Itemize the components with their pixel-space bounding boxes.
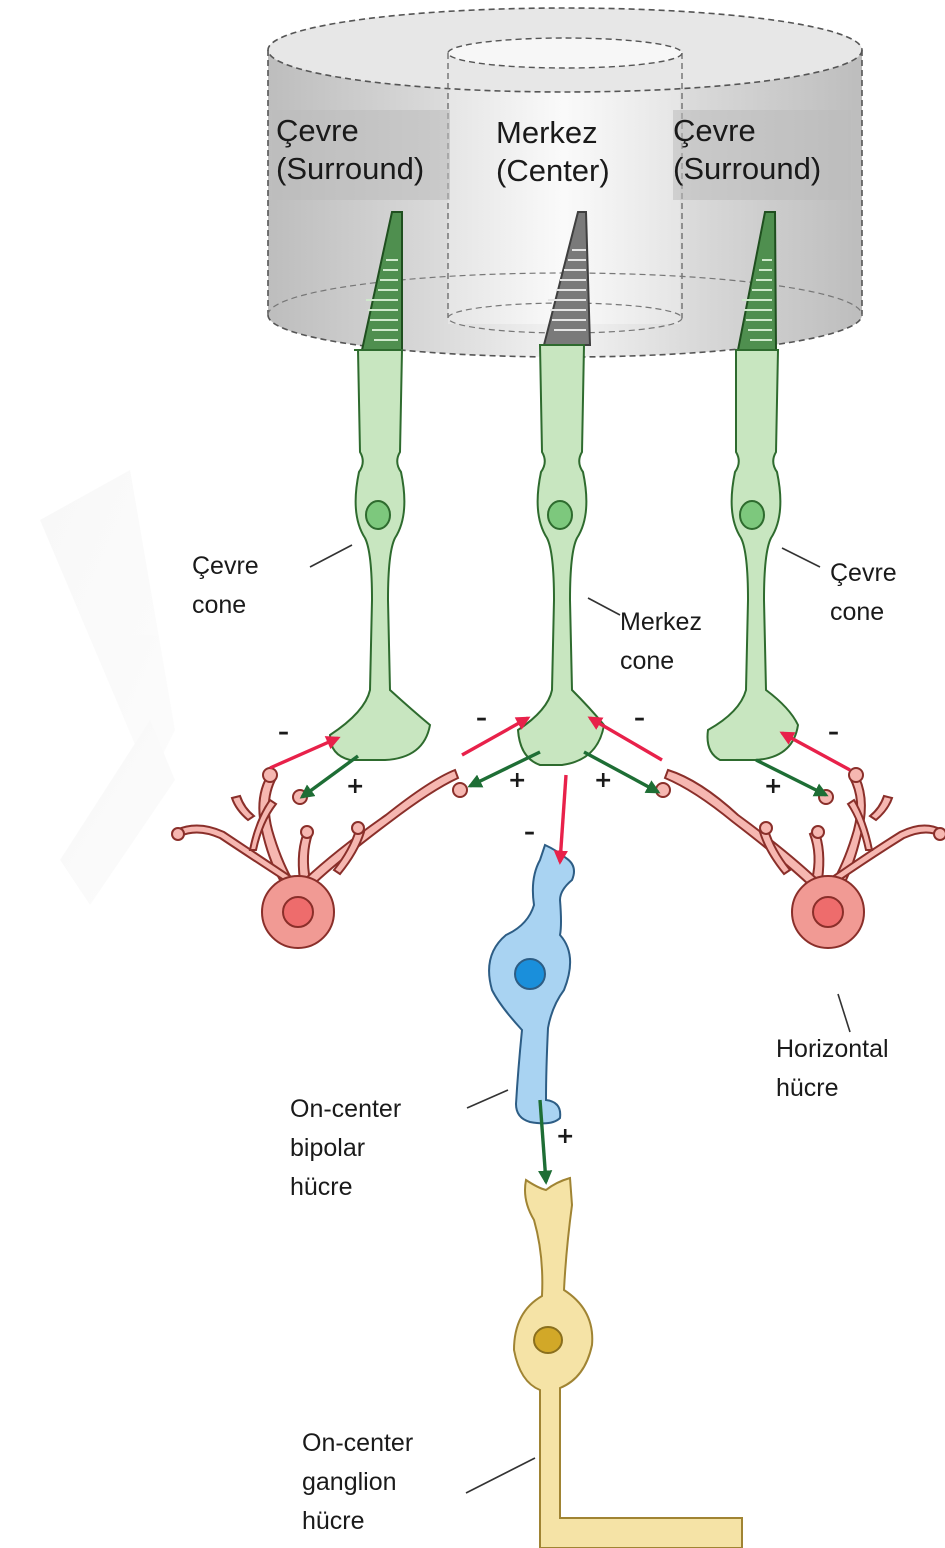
bipolar-cell-label-line3: hücre <box>290 1168 401 1207</box>
left-surround-label-line1: Çevre <box>276 112 424 150</box>
right-cone-label-line2: cone <box>830 593 897 632</box>
center-label-line2: (Center) <box>496 152 610 190</box>
center-cone-label-line1: Merkez <box>620 603 702 642</box>
horizontal-cell-label-line1: Horizontal <box>776 1030 889 1069</box>
sign-plus-center-left: + <box>508 770 526 792</box>
right-cone-label-line1: Çevre <box>830 554 897 593</box>
sign-minus-center-left: – <box>476 708 487 730</box>
sign-minus-center-right: – <box>634 708 645 730</box>
ganglion-cell-label: On-center ganglion hücre <box>302 1424 413 1541</box>
right-cone-label: Çevre cone <box>830 554 897 632</box>
center-cone-label-line2: cone <box>620 642 702 681</box>
on-center-bipolar-cell <box>489 845 574 1123</box>
horizontal-cell-label-line2: hücre <box>776 1069 889 1108</box>
left-cone-label: Çevre cone <box>192 547 259 625</box>
ganglion-cell-label-line1: On-center <box>302 1424 413 1463</box>
right-surround-label: Çevre (Surround) <box>673 112 821 188</box>
sign-minus-bipolar: – <box>524 822 535 844</box>
sign-plus-right-cone: + <box>764 776 782 798</box>
sign-plus-ganglion: + <box>556 1126 574 1148</box>
on-center-ganglion-cell <box>514 1178 742 1548</box>
ganglion-cell-label-line3: hücre <box>302 1502 413 1541</box>
right-horizontal-cell <box>656 768 945 948</box>
bipolar-cell-label-line2: bipolar <box>290 1129 401 1168</box>
right-surround-label-line1: Çevre <box>673 112 821 150</box>
inhibitory-arrow-right-horizontal-to-cone <box>782 733 850 770</box>
left-surround-label-line2: (Surround) <box>276 150 424 188</box>
center-label: Merkez (Center) <box>496 114 610 190</box>
left-surround-label: Çevre (Surround) <box>276 112 424 188</box>
excitatory-arrow-center-to-left-horizontal <box>470 752 540 786</box>
ganglion-cell-label-line2: ganglion <box>302 1463 413 1502</box>
bipolar-cell-label: On-center bipolar hücre <box>290 1090 401 1207</box>
left-cone-label-line2: cone <box>192 586 259 625</box>
bipolar-cell-label-line1: On-center <box>290 1090 401 1129</box>
watermark-shape <box>40 470 175 905</box>
center-label-line1: Merkez <box>496 114 610 152</box>
center-cone-label: Merkez cone <box>620 603 702 681</box>
horizontal-cell-label: Horizontal hücre <box>776 1030 889 1108</box>
sign-minus-left-cone: – <box>278 722 289 744</box>
sign-minus-right-cone: – <box>828 722 839 744</box>
right-surround-label-line2: (Surround) <box>673 150 821 188</box>
left-cone-label-line1: Çevre <box>192 547 259 586</box>
sign-plus-center-right: + <box>594 770 612 792</box>
left-horizontal-cell <box>172 768 467 948</box>
inhibitory-arrow-center-to-bipolar <box>560 775 566 862</box>
sign-plus-left-cone: + <box>346 776 364 798</box>
